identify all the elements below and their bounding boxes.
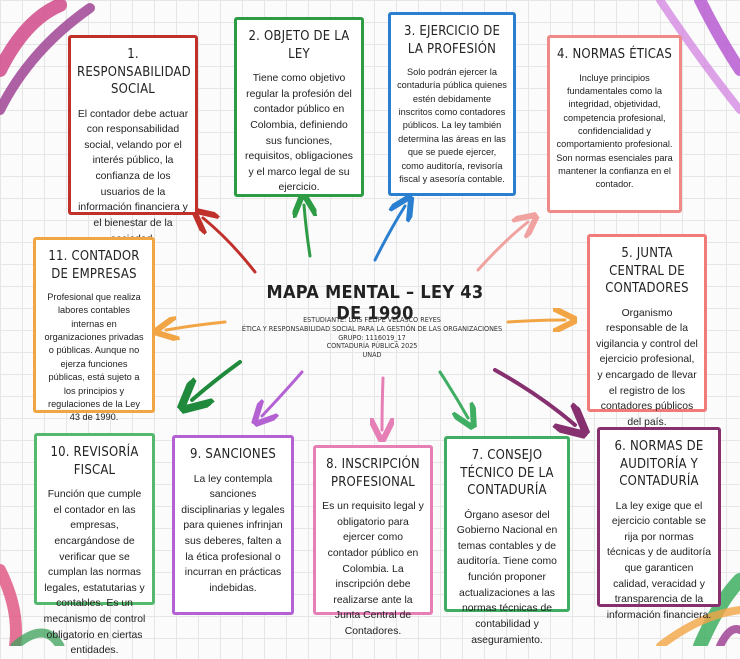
card-text: Organismo responsable de la vigilancia y… <box>596 307 698 428</box>
arrow-to-card-1 <box>203 218 257 274</box>
arrow-to-card-5 <box>506 320 565 322</box>
card-objeto-de-la-ley: 2. OBJETO DE LA LEY Tiene como objetivo … <box>234 17 364 197</box>
card-text: Órgano asesor del Gobierno Nacional en t… <box>456 509 558 646</box>
card-ejercicio-de-la-profesion: 3. EJERCICIO DE LA PROFESIÓN Solo podrán… <box>388 12 516 196</box>
card-title: 11. CONTADOR DE EMPRESAS <box>48 249 140 282</box>
card-responsabilidad-social: 1. RESPONSABILIDAD SOCIAL El contador de… <box>68 35 198 245</box>
group-line: GRUPO: 1116019_17 <box>338 332 406 342</box>
card-title: 6. NORMAS DE AUDITORÍA Y CONTADURÍA <box>614 439 704 490</box>
card-title: 5. JUNTA CENTRAL DE CONTADORES <box>605 246 689 297</box>
card-consejo-tecnico: 7. CONSEJO TÉCNICO DE LA CONTADURÍA Órga… <box>444 436 570 646</box>
arrow-to-card-4 <box>476 222 528 272</box>
card-text: La ley exige que el ejercicio contable s… <box>606 500 712 621</box>
card-text: Función que cumple el contador en las em… <box>43 489 146 657</box>
arrow-to-card-9 <box>262 370 304 416</box>
mind-map-title: MAPA MENTAL – LEY 43 DE 1990 <box>266 282 484 324</box>
card-title: 2. OBJETO DE LA LEY <box>248 29 350 62</box>
arrow-to-card-7 <box>438 370 468 418</box>
arrow-to-card-10 <box>192 360 242 400</box>
card-text: Profesional que realiza labores contable… <box>44 292 144 423</box>
arrow-to-card-6 <box>493 368 575 425</box>
card-title: 10. REVISORÍA FISCAL <box>50 445 139 478</box>
card-text: Incluye principios fundamentales como la… <box>556 72 673 190</box>
card-text: La ley contempla sanciones disciplinaria… <box>181 473 285 594</box>
card-title: 8. INSCRIPCIÓN PROFESIONAL <box>326 457 420 490</box>
card-title: 9. SANCIONES <box>189 447 277 462</box>
card-text: Es un requisito legal y obligatorio para… <box>322 501 424 637</box>
arrow-to-card-11 <box>166 322 227 330</box>
card-sanciones: 9. SANCIONES La ley contempla sanciones … <box>172 435 294 615</box>
card-contador-de-empresas: 11. CONTADOR DE EMPRESAS Profesional que… <box>33 237 155 422</box>
card-normas-eticas: 4. NORMAS ÉTICAS Incluye principios fund… <box>547 35 682 213</box>
mind-map-subtitle: ESTUDIANTE: LUIS FELIPE VELASCO REYES ÉT… <box>238 315 506 360</box>
card-title: 4. NORMAS ÉTICAS <box>557 47 672 62</box>
card-text: Tiene como objetivo regular la profesión… <box>244 73 353 194</box>
arrow-to-card-3 <box>373 206 405 262</box>
student-line: ESTUDIANTE: LUIS FELIPE VELASCO REYES <box>303 315 441 324</box>
card-inscripcion-profesional: 8. INSCRIPCIÓN PROFESIONAL Es un requisi… <box>313 445 433 637</box>
card-text: El contador debe actuar con responsabili… <box>77 108 189 245</box>
university-line: UNAD <box>362 350 382 360</box>
card-title: 3. EJERCICIO DE LA PROFESIÓN <box>403 24 501 57</box>
course-line: ÉTICA Y RESPONSABILIDAD SOCIAL PARA LA G… <box>241 323 503 333</box>
card-title: 1. RESPONSABILIDAD SOCIAL <box>77 47 191 98</box>
card-revisoria-fiscal: 10. REVISORÍA FISCAL Función que cumple … <box>34 433 155 656</box>
card-normas-de-auditoria: 6. NORMAS DE AUDITORÍA Y CONTADURÍA La l… <box>597 427 721 621</box>
card-title: 7. CONSEJO TÉCNICO DE LA CONTADURÍA <box>460 448 554 499</box>
card-junta-central: 5. JUNTA CENTRAL DE CONTADORES Organismo… <box>587 234 707 428</box>
arrow-to-card-8 <box>382 376 383 430</box>
arrow-to-card-2 <box>304 205 310 258</box>
card-text: Solo podrán ejercer la contaduría públic… <box>397 67 507 184</box>
program-line: CONTADURÍA PÚBLICA 2025 <box>326 341 418 351</box>
